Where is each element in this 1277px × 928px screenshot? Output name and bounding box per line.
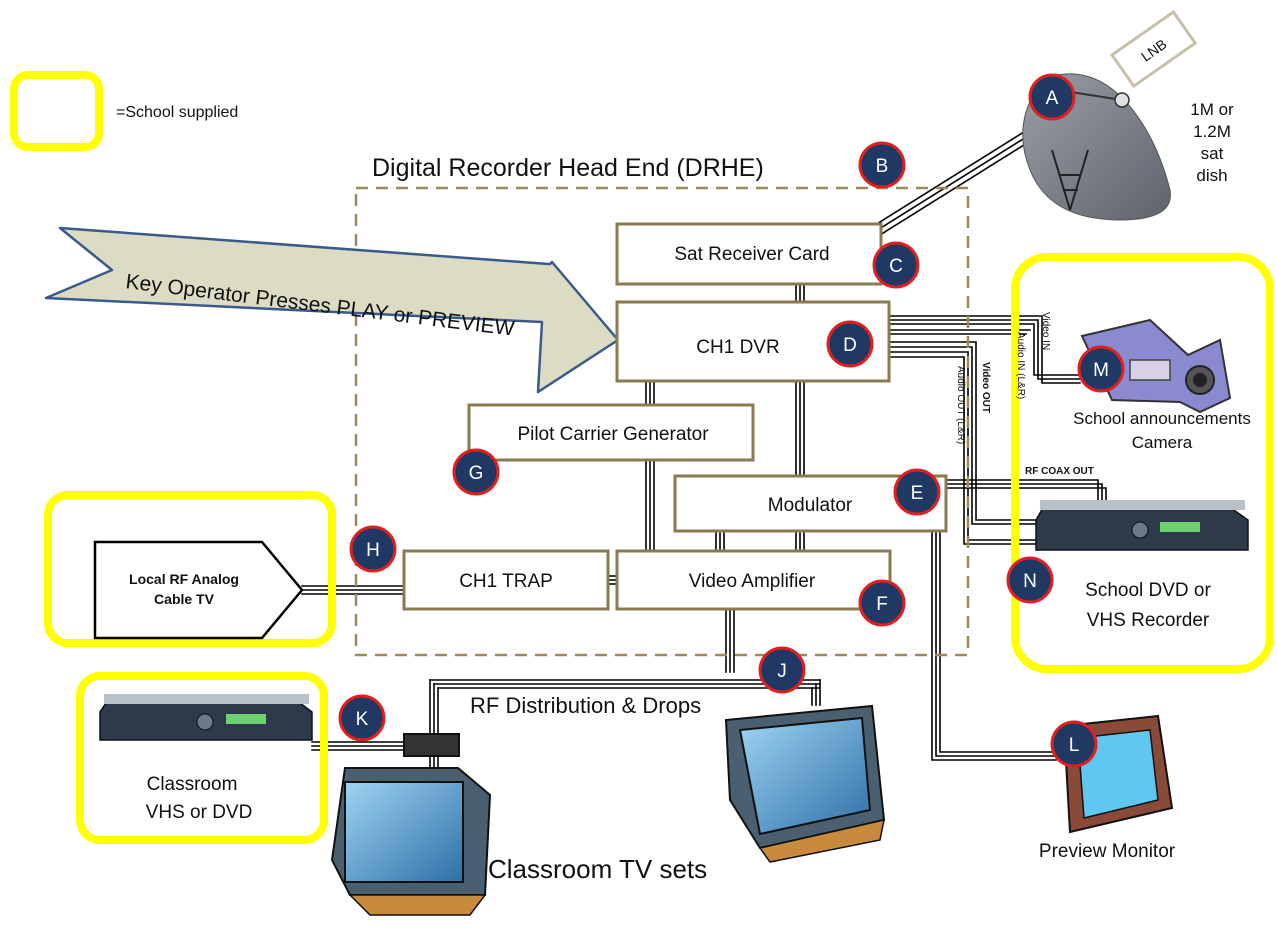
modulator-label: Modulator <box>768 495 853 516</box>
key-operator-arrow: Key Operator Presses PLAY or PREVIEW <box>44 226 620 394</box>
ch1-dvr-label: CH1 DVR <box>696 337 779 358</box>
cable-modulator-to-amp <box>715 530 725 552</box>
video-amplifier-box: Video Amplifier <box>615 549 892 611</box>
svg-text:N: N <box>1023 571 1037 592</box>
cables <box>301 118 1107 791</box>
camera-label-line1: School announcements <box>1073 409 1251 428</box>
sat-receiver-box: Sat Receiver Card <box>615 222 883 286</box>
cable-dvr-to-camera <box>889 315 1081 384</box>
badge-k: K <box>338 694 386 742</box>
camera-recorder-highlight <box>1011 253 1274 673</box>
dish-size-line2: 1.2M <box>1193 122 1231 141</box>
svg-text:E: E <box>911 483 924 504</box>
classroom-vcr-line1: Classroom <box>147 774 238 795</box>
camera-label-line2: Camera <box>1132 433 1193 452</box>
classroom-vcr-line2: VHS or DVD <box>146 802 253 823</box>
legend: =School supplied <box>10 71 238 151</box>
svg-text:A: A <box>1046 88 1059 109</box>
badges: A B C D E F G H J K L M N <box>338 73 1125 768</box>
badge-m: M <box>1077 345 1125 393</box>
cable-amp-to-distribution <box>725 609 735 673</box>
badge-n: N <box>1006 556 1054 604</box>
cable-dvr-to-pilot <box>645 380 655 406</box>
camera-icon <box>1080 318 1232 414</box>
label-rf-coax-out: RF COAX OUT <box>1025 466 1094 477</box>
svg-text:C: C <box>889 256 903 277</box>
video-amplifier-label: Video Amplifier <box>689 571 816 592</box>
lnb-label-box: LNB <box>1109 9 1198 89</box>
diagram-title: Digital Recorder Head End (DRHE) <box>372 154 764 182</box>
classroom-vcr-highlight <box>76 672 328 844</box>
classroom-tv-right <box>724 704 886 863</box>
cable-local-rf-to-trap <box>301 585 405 595</box>
svg-text:J: J <box>777 661 787 682</box>
svg-text:B: B <box>876 156 889 177</box>
pilot-carrier-box: Pilot Carrier Generator <box>467 403 755 462</box>
svg-text:M: M <box>1093 360 1109 381</box>
badge-j: J <box>758 646 806 694</box>
badge-l: L <box>1050 720 1098 768</box>
badge-d: D <box>826 320 874 368</box>
badge-g: G <box>452 448 500 496</box>
svg-text:K: K <box>356 709 369 730</box>
svg-text:H: H <box>366 540 380 561</box>
drhe-dashed-boundary <box>354 186 970 657</box>
cable-pilot-to-amp <box>645 459 655 552</box>
local-rf-line2: Cable TV <box>154 591 215 607</box>
label-audio-out: Audio OUT (L&R) <box>955 366 966 444</box>
svg-text:F: F <box>876 594 888 615</box>
ch1-trap-label: CH1 TRAP <box>459 571 553 592</box>
badge-e: E <box>893 468 941 516</box>
badge-h: H <box>349 525 397 573</box>
recorder-label-line2: VHS Recorder <box>1087 610 1210 631</box>
splitter <box>403 733 460 757</box>
dish-size-line3: sat <box>1201 144 1224 163</box>
local-rf-line1: Local RF Analog <box>129 571 239 587</box>
legend-yellow-box <box>10 71 103 151</box>
cable-modulator-rf-coax <box>945 479 1107 501</box>
badge-f: F <box>858 579 906 627</box>
school-recorder-icon <box>1035 500 1249 551</box>
badge-c: C <box>872 241 920 289</box>
svg-text:G: G <box>469 463 484 484</box>
sat-receiver-label: Sat Receiver Card <box>674 244 829 265</box>
recorder-label-line1: School DVD or <box>1085 580 1211 601</box>
dish-size-line4: dish <box>1196 166 1227 185</box>
badge-a: A <box>1028 73 1076 121</box>
cable-dish-to-receiver <box>870 118 1053 237</box>
local-rf-highlight <box>44 491 336 647</box>
svg-text:D: D <box>843 335 857 356</box>
rf-distribution-label: RF Distribution & Drops <box>470 693 701 718</box>
badge-b: B <box>858 141 906 189</box>
classroom-vcr-icon <box>99 694 313 741</box>
preview-monitor-label: Preview Monitor <box>1039 841 1176 862</box>
label-video-out: Video OUT <box>980 362 991 413</box>
dish-size-line1: 1M or <box>1190 100 1234 119</box>
label-video-in: Video IN <box>1040 312 1051 350</box>
cable-receiver-to-dvr <box>795 283 805 303</box>
ch1-trap-box: CH1 TRAP <box>402 549 610 611</box>
label-audio-in: Audio IN (L&R) <box>1015 332 1026 399</box>
classroom-tv-label: Classroom TV sets <box>488 854 707 884</box>
classroom-tv-left <box>330 767 492 916</box>
pilot-carrier-label: Pilot Carrier Generator <box>517 424 709 445</box>
local-rf-source: Local RF Analog Cable TV <box>93 540 304 640</box>
cable-modulator-to-monitor <box>931 529 1057 761</box>
svg-text:L: L <box>1069 735 1080 756</box>
legend-text: =School supplied <box>116 104 238 121</box>
